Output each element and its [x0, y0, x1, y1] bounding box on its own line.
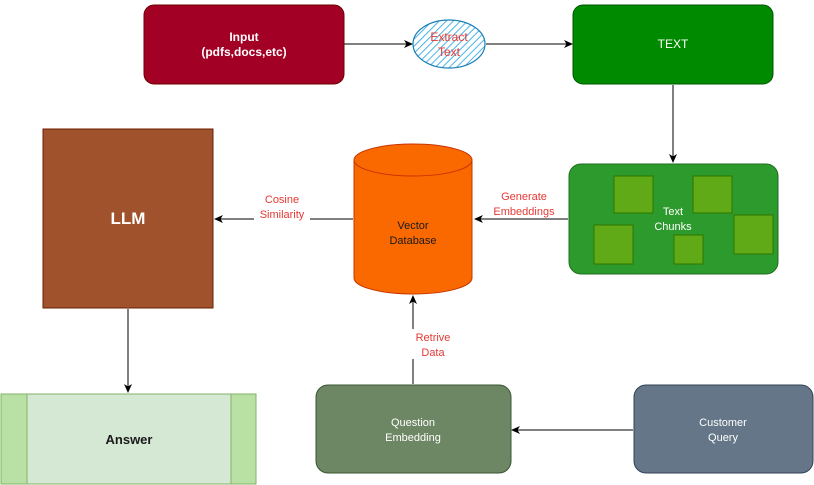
answer-node: Answer [0, 393, 257, 485]
generate-embeddings-line1: Generate [501, 191, 547, 203]
extract-text-line2: Text [438, 45, 461, 59]
question-embedding-node: Question Embedding [315, 384, 512, 474]
cosine-similarity-line1: Cosine [265, 194, 299, 206]
chunk-square [733, 214, 774, 255]
text-node-label: TEXT [658, 37, 689, 51]
question-embedding-line1: Question [391, 417, 435, 429]
question-embedding-line2: Embedding [385, 432, 441, 444]
retrive-data-line1: Retrive [416, 332, 451, 344]
answer-label: Answer [106, 432, 153, 447]
customer-query-line2: Query [708, 432, 738, 444]
text-chunks-node: Text Chunks [568, 163, 779, 275]
chunks-label-line1: Text [663, 206, 683, 218]
chunk-square [692, 175, 733, 214]
chunk-square [613, 175, 654, 214]
cosine-similarity-line2: Similarity [260, 209, 305, 221]
llm-label: LLM [111, 209, 146, 228]
customer-query-line1: Customer [699, 417, 747, 429]
llm-node: LLM [42, 128, 214, 309]
customer-query-node: Customer Query [633, 384, 814, 474]
vector-database-node: Vector Database [353, 143, 473, 295]
edge-label-cosine-similarity: Cosine Similarity [254, 191, 310, 221]
chunks-label-line2: Chunks [654, 221, 692, 233]
input-node: Input (pdfs,docs,etc) [143, 4, 345, 85]
generate-embeddings-line2: Embeddings [493, 206, 555, 218]
input-node-title: Input [229, 30, 258, 44]
edge-label-retrive-data: Retrive Data [409, 329, 459, 359]
input-node-subtitle: (pdfs,docs,etc) [201, 45, 286, 59]
retrive-data-line2: Data [421, 347, 445, 359]
chunk-square [593, 224, 634, 265]
extract-text-node: Extract Text [412, 19, 486, 69]
chunk-square [673, 234, 704, 265]
text-node: TEXT [572, 4, 774, 85]
edge-label-generate-embeddings: Generate Embeddings [489, 188, 559, 218]
vector-db-label-line2: Database [389, 235, 436, 247]
vector-db-label-line1: Vector [397, 220, 429, 232]
extract-text-line1: Extract [430, 30, 468, 44]
